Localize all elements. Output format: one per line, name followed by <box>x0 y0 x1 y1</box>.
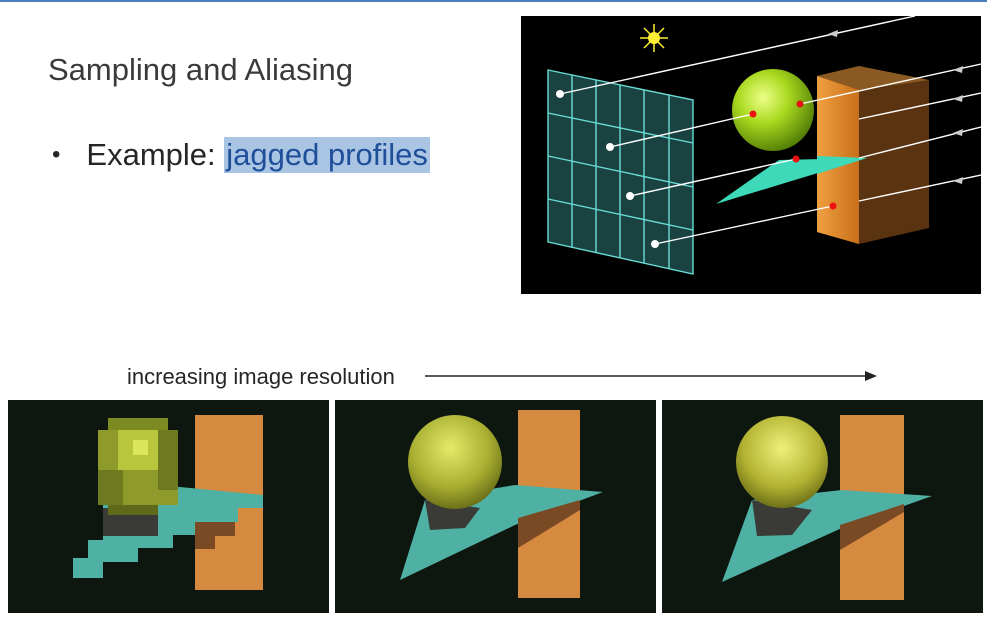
triangle-overlap <box>817 156 867 174</box>
slide-title: Sampling and Aliasing <box>48 52 354 87</box>
medium-resolution-render <box>335 400 656 613</box>
low-resolution-render <box>8 400 329 613</box>
highlighted-text[interactable]: jagged profiles <box>224 137 430 173</box>
ray-hit-points <box>749 100 837 210</box>
top-accent-rule <box>0 0 987 2</box>
light-source-icon <box>640 24 668 52</box>
resolution-caption: increasing image resolution <box>127 364 395 389</box>
pixelated-sphere <box>98 418 178 515</box>
resolution-arrow-icon <box>425 371 877 381</box>
sphere-object <box>732 69 814 151</box>
ray-arrowheads <box>828 30 963 184</box>
sphere-medium <box>408 415 502 509</box>
image-plane-grid <box>547 69 694 275</box>
bullet-icon: • <box>52 141 61 168</box>
bullet-prefix: Example: <box>86 137 225 172</box>
sphere-high <box>736 416 828 508</box>
bullet-example: • Example: jagged profiles <box>52 137 430 173</box>
pixel-sample-points <box>556 90 659 248</box>
ray-casting-diagram <box>521 16 981 294</box>
high-resolution-render <box>662 400 983 613</box>
